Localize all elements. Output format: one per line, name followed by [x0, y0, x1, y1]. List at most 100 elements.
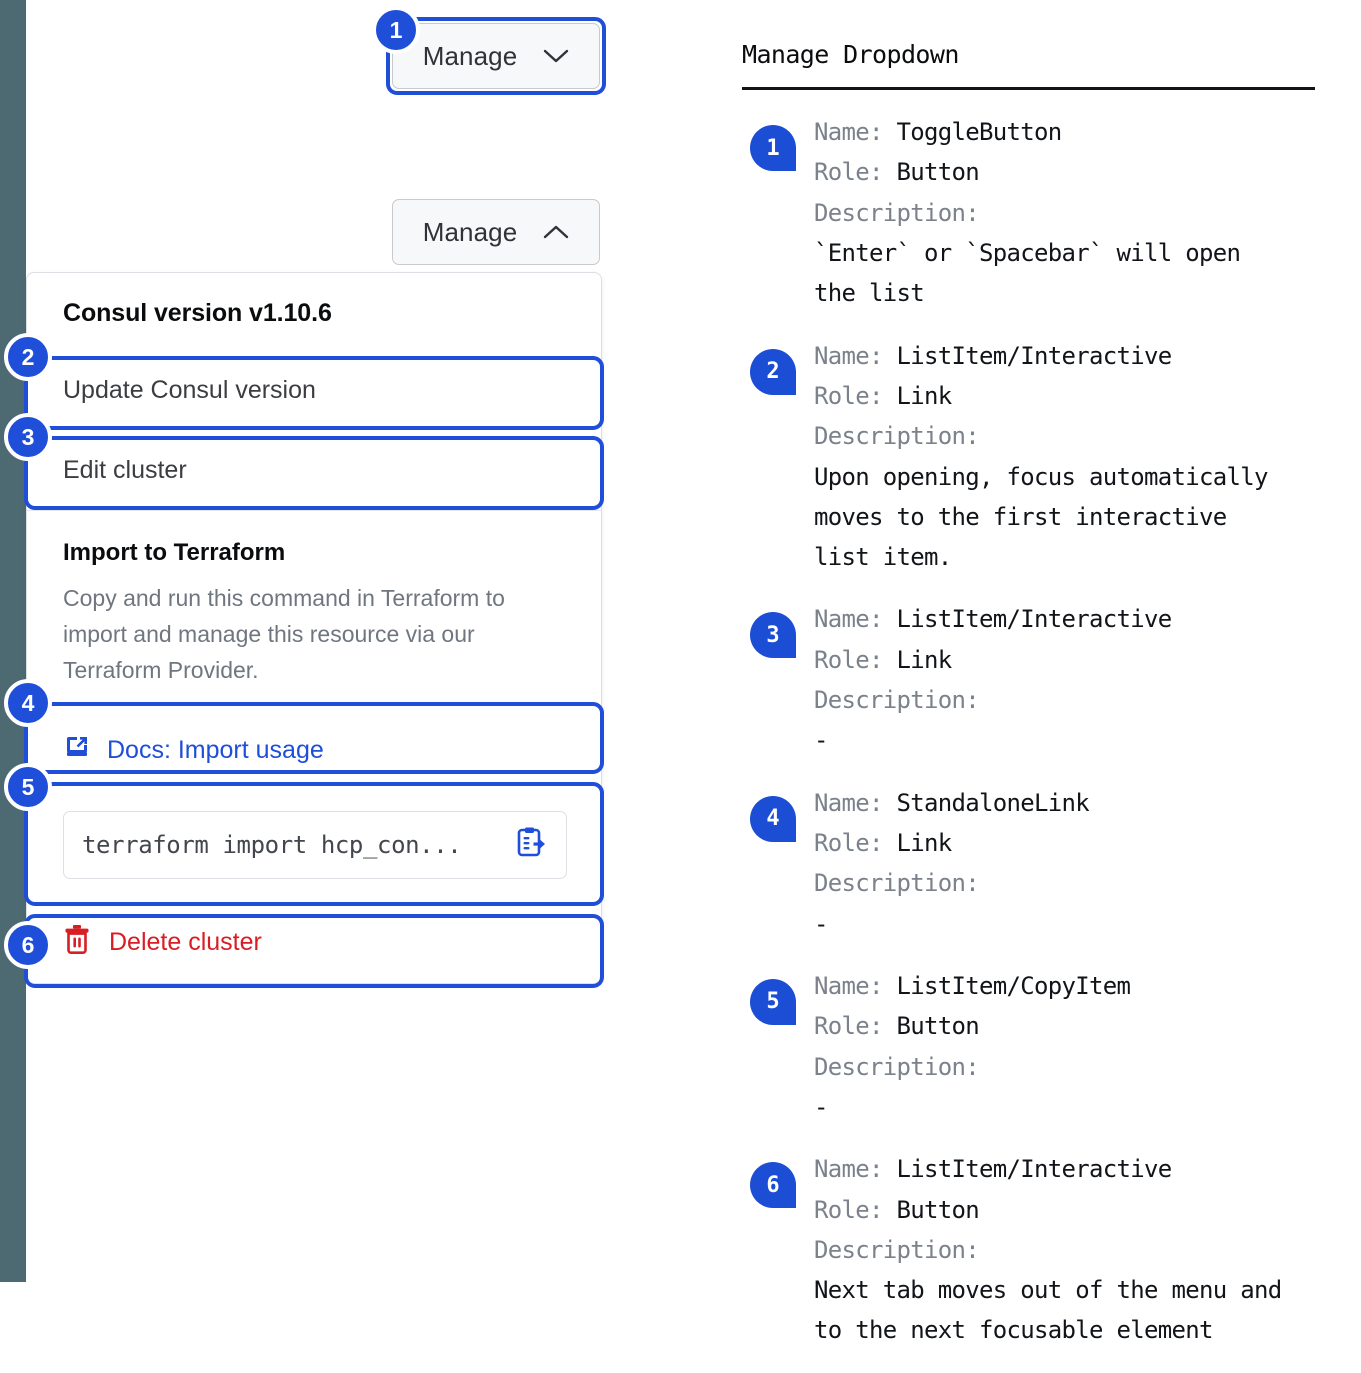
menu-divider — [27, 510, 601, 511]
copy-command-wrap: terraform import hcp_con... — [27, 789, 601, 903]
copy-to-clipboard-icon[interactable] — [514, 826, 546, 863]
legend-description-label: Description: — [814, 422, 993, 451]
left-rail — [0, 0, 26, 1282]
legend-name-value: ListItem/CopyItem — [896, 971, 1131, 1000]
menu-item-label: Edit cluster — [63, 455, 187, 484]
legend-title: Manage Dropdown — [742, 40, 959, 69]
legend-role-label: Role: — [814, 158, 897, 187]
legend-description-value: `Enter` or `Spacebar` will open the list — [814, 238, 1241, 308]
legend-name-label: Name: — [814, 605, 897, 634]
legend-description-label: Description: — [814, 1052, 993, 1081]
legend-role-value: Button — [896, 1195, 980, 1224]
legend-description: Description: — [814, 416, 1342, 456]
legend-description-label: Description: — [814, 1235, 993, 1264]
legend-role-value: Link — [896, 645, 953, 674]
legend-badge-5: 5 — [750, 978, 796, 1025]
chevron-down-icon — [543, 48, 569, 64]
legend-role-label: Role: — [814, 645, 897, 674]
section-body-import-to-terraform: Copy and run this command in Terraform t… — [63, 585, 505, 683]
legend-description-label: Description: — [814, 686, 993, 715]
delete-cluster-label: Delete cluster — [109, 928, 262, 957]
legend-name-value: StandaloneLink — [896, 788, 1090, 817]
legend-description: Description: — [814, 863, 1342, 903]
legend-role-label: Role: — [814, 829, 897, 857]
chevron-up-icon — [543, 224, 569, 240]
section-title-import-to-terraform: Import to Terraform — [63, 539, 286, 566]
legend-description-value: - — [814, 1092, 828, 1121]
dropdown-header-consul-version: Consul version v1.10.6 — [63, 299, 332, 327]
callout-badge-1: 1 — [372, 6, 420, 54]
legend-name: Name: ListItem/Interactive — [814, 1149, 1342, 1189]
legend-name-value: ToggleButton — [896, 118, 1063, 146]
legend-role: Role: Link — [814, 640, 1342, 680]
legend-description-value: - — [814, 909, 828, 938]
legend-role: Role: Link — [814, 376, 1342, 416]
legend-role-label: Role: — [814, 1195, 897, 1224]
docs-link-label: Docs: Import usage — [107, 736, 324, 765]
legend-name-label: Name: — [814, 1155, 897, 1184]
legend-description-value: Upon opening, focus automatically moves … — [814, 462, 1268, 572]
manage-toggle-button-collapsed[interactable]: Manage — [392, 23, 600, 89]
callout-badge-6: 6 — [4, 921, 52, 969]
legend-role: Role: Link — [814, 823, 1342, 863]
legend-role-value: Button — [896, 158, 980, 187]
legend-name-label: Name: — [814, 341, 897, 370]
legend-badge-6: 6 — [750, 1162, 796, 1209]
callout-badge-3: 3 — [4, 413, 52, 461]
legend-role-label: Role: — [814, 1012, 897, 1041]
legend-description: Description: — [814, 1047, 1342, 1087]
legend-name: Name: StandaloneLink — [814, 783, 1342, 823]
dropdown-demo-column: Manage Manage Consul version v1.10.6 Upd… — [0, 0, 700, 1282]
legend-description: Description: — [814, 1230, 1342, 1270]
legend-name-value: ListItem/Interactive — [896, 605, 1173, 634]
legend-name: Name: ListItem/Interactive — [814, 336, 1342, 376]
legend-name-label: Name: — [814, 118, 897, 146]
legend-description-value: Next tab moves out of the menu and to th… — [814, 1276, 1282, 1345]
legend-role-value: Link — [896, 381, 953, 410]
legend-role-value: Link — [896, 829, 953, 857]
legend-role: Role: Button — [814, 1190, 1342, 1230]
legend-description: Description: — [814, 193, 1342, 233]
legend-name: Name: ListItem/CopyItem — [814, 966, 1342, 1006]
legend-badge-1: 1 — [750, 125, 796, 171]
legend-role: Role: Button — [814, 152, 1342, 192]
callout-badge-4: 4 — [4, 679, 52, 727]
manage-toggle-label: Manage — [422, 40, 518, 71]
legend-badge-2: 2 — [750, 348, 796, 395]
terraform-command-text: terraform import hcp_con... — [82, 830, 462, 859]
callout-badge-2: 2 — [4, 333, 52, 381]
legend-role-value: Button — [896, 1012, 980, 1041]
menu-item-label: Update Consul version — [63, 375, 316, 404]
menu-item-edit-cluster[interactable]: Edit cluster — [27, 430, 601, 510]
legend-description-value: - — [814, 726, 828, 755]
legend-name-value: ListItem/Interactive — [896, 341, 1173, 370]
callout-badge-5: 5 — [4, 763, 52, 811]
legend-rule — [742, 87, 1315, 90]
legend-name: Name: ToggleButton — [814, 112, 1342, 152]
menu-item-update-consul-version[interactable]: Update Consul version — [27, 350, 601, 430]
trash-icon — [63, 924, 91, 961]
legend-name-label: Name: — [814, 971, 897, 1000]
menu-item-docs-import-usage[interactable]: Docs: Import usage — [27, 713, 601, 789]
legend-name-value: ListItem/Interactive — [896, 1155, 1173, 1184]
manage-toggle-button-expanded[interactable]: Manage — [392, 199, 600, 265]
manage-toggle-label-expanded: Manage — [422, 216, 518, 247]
legend-name-label: Name: — [814, 788, 897, 817]
copy-command-field[interactable]: terraform import hcp_con... — [63, 810, 567, 879]
docs-external-link-icon — [63, 733, 91, 768]
manage-dropdown-panel: Consul version v1.10.6 Update Consul ver… — [26, 272, 602, 984]
legend-badge-3: 3 — [750, 612, 796, 659]
legend-description-label: Description: — [814, 869, 993, 898]
menu-item-delete-cluster[interactable]: Delete cluster — [27, 903, 601, 983]
legend-badge-4: 4 — [750, 795, 796, 842]
